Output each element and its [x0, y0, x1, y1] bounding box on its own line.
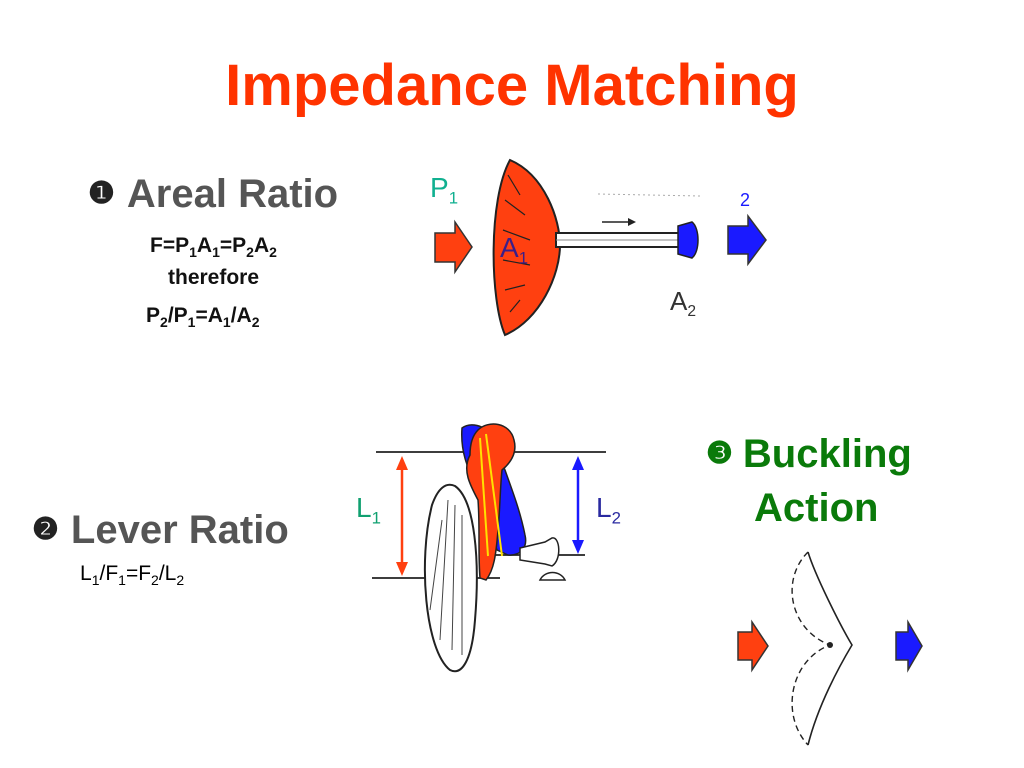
areal-equation-1: F=P1A1=P2A2: [150, 234, 277, 261]
input-pressure-arrow: [434, 219, 473, 275]
buckling-heading-line2: Action: [754, 486, 879, 530]
areal-therefore: therefore: [168, 266, 260, 289]
bullet-three: ❸: [706, 437, 733, 470]
output-pressure-arrow: [727, 213, 767, 267]
malleus-bone: [466, 423, 516, 581]
lever-ratio-label: Lever Ratio: [70, 508, 289, 552]
lever-equation: L1/F1=F2/L2: [80, 562, 185, 589]
label-l2: L2: [596, 492, 621, 528]
page-title: Impedance Matching: [225, 53, 799, 118]
label-a1: A1: [500, 232, 529, 268]
label-a2: A2: [670, 286, 697, 321]
areal-ratio-heading: ❶ Areal Ratio: [88, 172, 338, 217]
tympanic-membrane: [423, 483, 478, 673]
areal-equation-2: P2/P1=A1/A2: [146, 304, 260, 331]
buckled-membrane-dashed: [791, 551, 832, 746]
buckled-membrane-solid: [807, 551, 853, 746]
label-l1: L1: [356, 492, 381, 528]
areal-ratio-label: Areal Ratio: [126, 172, 339, 216]
buckling-input-arrow: [737, 619, 769, 673]
lever-ratio-heading: ❷ Lever Ratio: [32, 508, 289, 553]
bullet-two: ❷: [32, 513, 59, 546]
buckling-output-arrow: [895, 619, 923, 673]
bullet-one: ❶: [88, 177, 115, 210]
label-p2-subscript: 2: [740, 190, 751, 210]
oval-window-piston: [677, 221, 699, 259]
label-p1: P1: [430, 172, 459, 208]
stapes-bone: [519, 537, 560, 567]
